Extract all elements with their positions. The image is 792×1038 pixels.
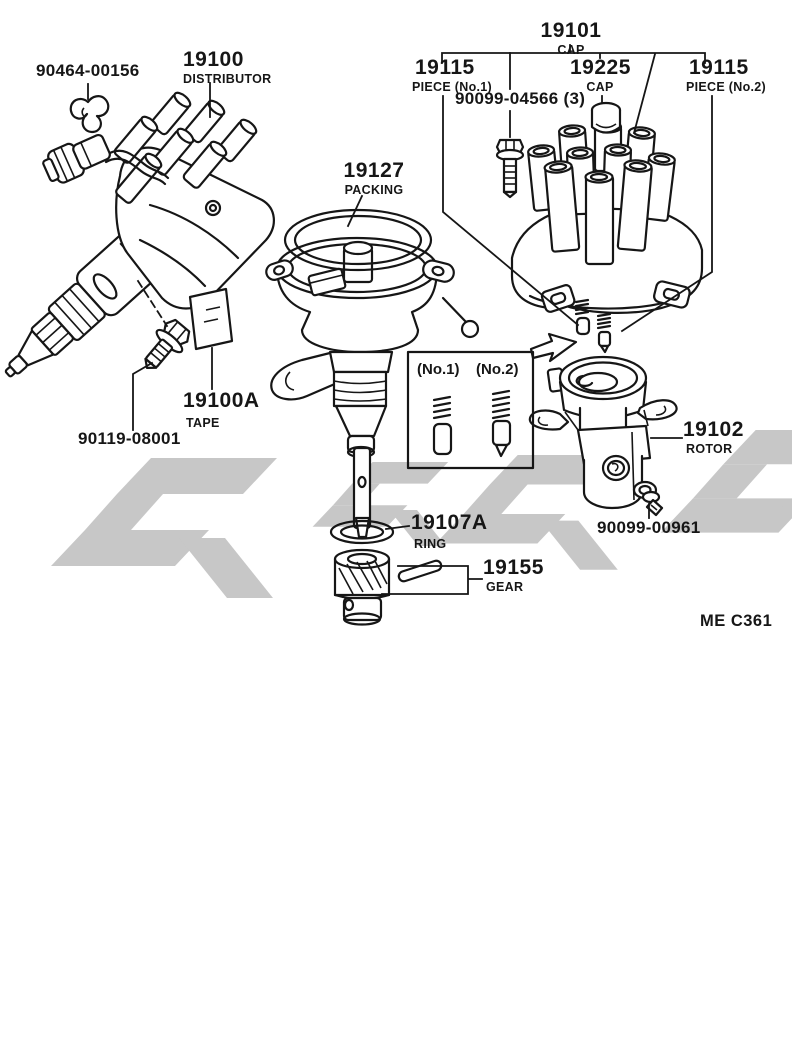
- tape-art: [188, 287, 234, 351]
- ring-part-number: 19107A: [411, 511, 488, 534]
- gear-part-name: GEAR: [486, 580, 524, 594]
- tape-label: 19100A TAPE: [183, 389, 260, 431]
- ring-art: [329, 519, 395, 545]
- piece-no2-label: 19115 PIECE (No.2): [686, 56, 766, 95]
- tape-part-number: 19100A: [183, 389, 260, 412]
- distributor-body-art: [265, 208, 480, 539]
- piece-no2-part-number: 19115: [689, 56, 749, 79]
- leader-lines: [87, 44, 713, 595]
- small-cap-part-name: CAP: [586, 80, 614, 94]
- packing-part-number: 19127: [343, 159, 405, 182]
- mount-bolt-part-number: 90119-08001: [78, 429, 181, 448]
- distributor-part-number: 19100: [183, 48, 244, 71]
- piece-no1-label: 19115 PIECE (No.1): [412, 56, 492, 95]
- cap-assembly-part-number: 19101: [540, 19, 602, 42]
- piece-no1-part-name: PIECE (No.1): [412, 80, 492, 94]
- cap-assembly-part-name: CAP: [557, 43, 585, 57]
- cap-screw-part-number: 90099-04566 (3): [455, 89, 586, 108]
- rotor-label: 19102 ROTOR: [683, 418, 744, 457]
- distributor-part-name: DISTRIBUTOR: [183, 72, 272, 86]
- cap-art: [510, 120, 704, 314]
- rotor-part-number: 19102: [683, 418, 744, 441]
- tape-part-name: TAPE: [186, 416, 220, 430]
- inset-no1-label: (No.1): [417, 361, 460, 378]
- inset-no2-label: (No.2): [476, 361, 519, 378]
- piece-no1-part-number: 19115: [415, 56, 475, 79]
- gear-art: [333, 548, 443, 626]
- distributor-label: 19100 DISTRIBUTOR: [183, 48, 272, 87]
- rotor-part-name: ROTOR: [686, 442, 733, 456]
- small-cap-label: 19225 CAP: [570, 56, 631, 95]
- gear-label: 19155 GEAR: [483, 556, 544, 595]
- mount-bolt-art: [144, 318, 191, 369]
- packing-label: 19127 PACKING: [332, 159, 416, 198]
- contact-pieces-art: [529, 298, 612, 363]
- diagram-code: ME C361: [700, 612, 773, 630]
- packing-part-name: PACKING: [344, 183, 404, 197]
- pointer-arrow-icon: [529, 332, 578, 363]
- small-cap-part-number: 19225: [570, 56, 631, 79]
- rotor-art: [528, 355, 678, 510]
- distributor-assembly-art: [4, 91, 275, 378]
- inset-box-art: [406, 350, 535, 470]
- cap-assembly-label: 19101 CAP: [536, 19, 606, 58]
- ring-part-name: RING: [414, 537, 447, 551]
- gear-part-number: 19155: [483, 556, 544, 579]
- clamp-part-number: 90464-00156: [36, 61, 140, 80]
- packing-ring-art: [283, 208, 433, 272]
- cap-screw-art: [495, 138, 525, 199]
- small-cap-art: [590, 101, 622, 134]
- rotor-screw-part-number: 90099-00961: [597, 518, 701, 537]
- piece-no2-part-name: PIECE (No.2): [686, 80, 766, 94]
- clamp-art: [69, 95, 110, 134]
- ring-label: 19107A RING: [411, 511, 488, 552]
